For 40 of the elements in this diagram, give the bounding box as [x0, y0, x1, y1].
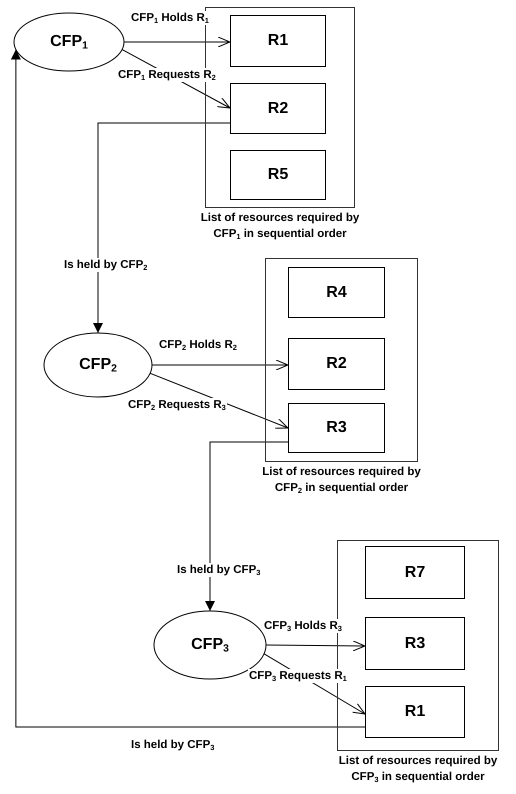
edge-label: CFP$_{2}$ Holds R$_{2}$ — [158, 338, 238, 352]
edge-label: CFP$_{2}$ Requests R$_{3}$ — [127, 398, 227, 412]
process-label: CFP$_{3}$ — [190, 636, 230, 654]
arrow — [124, 36, 230, 48]
edge-label: Is held by CFP$_{3}$ — [176, 563, 262, 577]
process-label: CFP$_{2}$ — [78, 356, 118, 374]
resource-label: R1 — [266, 32, 290, 50]
resource-label: R3 — [325, 419, 348, 437]
resource-box — [365, 546, 465, 599]
edge-label: CFP$_{3}$ Requests R$_{1}$ — [248, 669, 348, 683]
resource-label: R7 — [404, 564, 426, 582]
list-caption: List of resources required by CFP$_{3}$ in sequential order — [338, 754, 498, 785]
resource-box — [230, 150, 326, 200]
list-caption: List of resources required by CFP$_{2}$ in sequential order — [261, 465, 422, 496]
edge-label: CFP$_{1}$ Requests R$_{2}$ — [117, 68, 217, 82]
resource-box — [230, 15, 326, 67]
edge-label: CFP$_{3}$ Holds R$_{3}$ — [263, 619, 343, 633]
resource-box — [230, 83, 326, 134]
resource-box — [365, 617, 465, 670]
resource-box — [288, 338, 385, 390]
resource-label: R4 — [325, 284, 348, 302]
arrow — [266, 640, 366, 652]
resource-box — [365, 686, 465, 738]
arrow — [152, 360, 288, 370]
resource-label: R2 — [325, 355, 348, 373]
resource-box — [288, 403, 385, 453]
arrow — [205, 442, 288, 612]
resource-label: R3 — [404, 634, 426, 652]
list-caption: List of resources required by CFP$_{1}$ in sequential order — [200, 211, 360, 242]
arrow — [150, 372, 288, 429]
resource-box — [288, 267, 385, 318]
edge-label: Is held by CFP$_{2}$ — [63, 258, 148, 272]
resource-label: R5 — [266, 166, 290, 184]
arrow — [93, 122, 230, 334]
arrow — [10, 49, 366, 728]
edge-label: CFP$_{1}$ Holds R$_{1}$ — [130, 11, 210, 25]
process-label: CFP$_{1}$ — [49, 33, 89, 51]
resource-label: R2 — [266, 100, 290, 118]
resource-label: R1 — [404, 703, 426, 721]
edge-label: Is held by CFP$_{3}$ — [130, 738, 216, 752]
